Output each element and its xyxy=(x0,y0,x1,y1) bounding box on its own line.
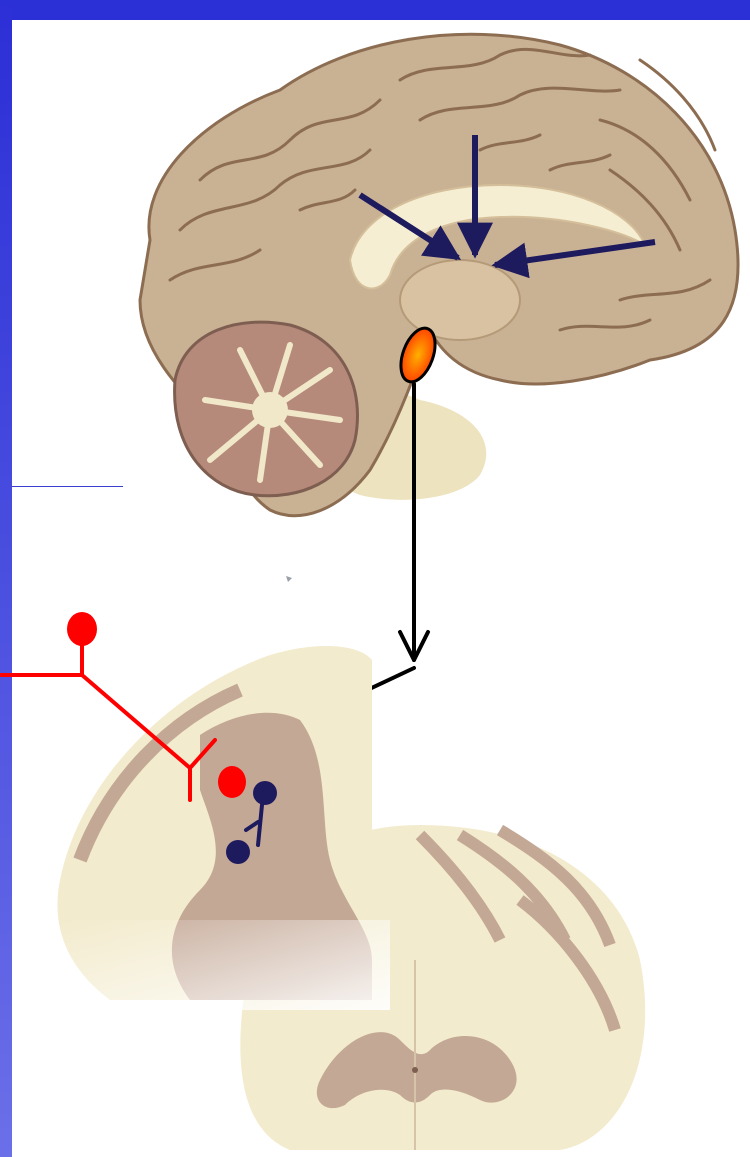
spinal-cord-cross-section-icon xyxy=(57,646,645,1150)
thalamus-region xyxy=(400,260,520,340)
brain-medial-section-icon xyxy=(140,34,738,515)
red-neuron-soma-cord xyxy=(218,766,246,798)
red-neuron-soma-top xyxy=(67,612,97,646)
cerebellum xyxy=(175,322,358,496)
artifact-mark xyxy=(286,576,292,582)
